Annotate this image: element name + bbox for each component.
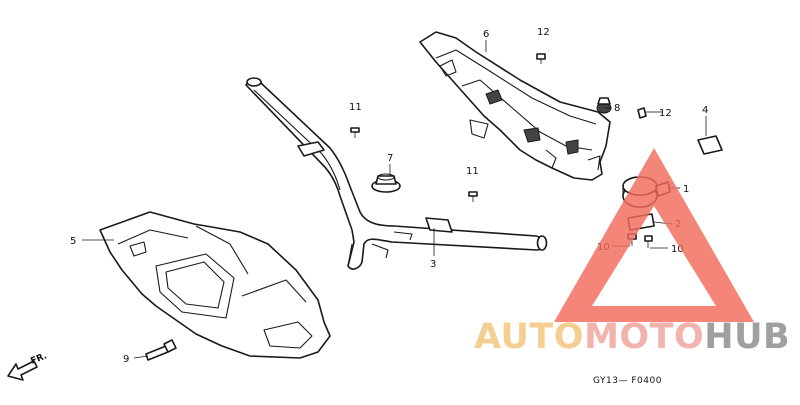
front-handlebar-cover <box>99 211 331 359</box>
callout-7: 7 <box>387 153 393 164</box>
callout-9: 9 <box>123 354 129 365</box>
screw-11-lower <box>468 191 478 202</box>
callout-5: 5 <box>70 236 76 247</box>
callout-11-upper: 11 <box>349 102 362 113</box>
rear-handlebar-cover <box>419 31 611 181</box>
clip <box>697 135 723 155</box>
handlebar-pipe <box>245 77 548 270</box>
callout-10-right: 10 <box>671 244 684 255</box>
watermark-logo: AUTOMOTOHUB <box>474 148 790 357</box>
callout-3: 3 <box>430 259 436 270</box>
screw-10-right <box>644 235 653 248</box>
front-direction-arrow: FR. <box>7 351 49 381</box>
grommet <box>371 173 401 193</box>
callout-1: 1 <box>683 184 689 195</box>
direction-label: FR. <box>29 351 48 367</box>
diagram-code: GY13— F0400 <box>593 376 662 386</box>
callout-12-right: 12 <box>659 108 672 119</box>
screw-12-upper <box>536 53 546 64</box>
watermark-moto: MOTO <box>584 317 704 357</box>
screw-12-right <box>637 107 654 119</box>
watermark-hub: HUB <box>704 317 790 357</box>
callout-11-lower: 11 <box>466 166 479 177</box>
watermark-triangle <box>554 148 754 322</box>
callout-8: 8 <box>614 103 620 114</box>
watermark-auto: AUTO <box>474 317 584 357</box>
callout-12-upper: 12 <box>537 27 550 38</box>
grommet-small <box>596 97 612 114</box>
callout-6: 6 <box>483 29 489 40</box>
bolt-9 <box>145 339 177 361</box>
screw-11-upper <box>350 127 360 138</box>
svg-text:AUTOMOTOHUB: AUTOMOTOHUB <box>474 317 790 357</box>
callout-4: 4 <box>702 105 708 116</box>
